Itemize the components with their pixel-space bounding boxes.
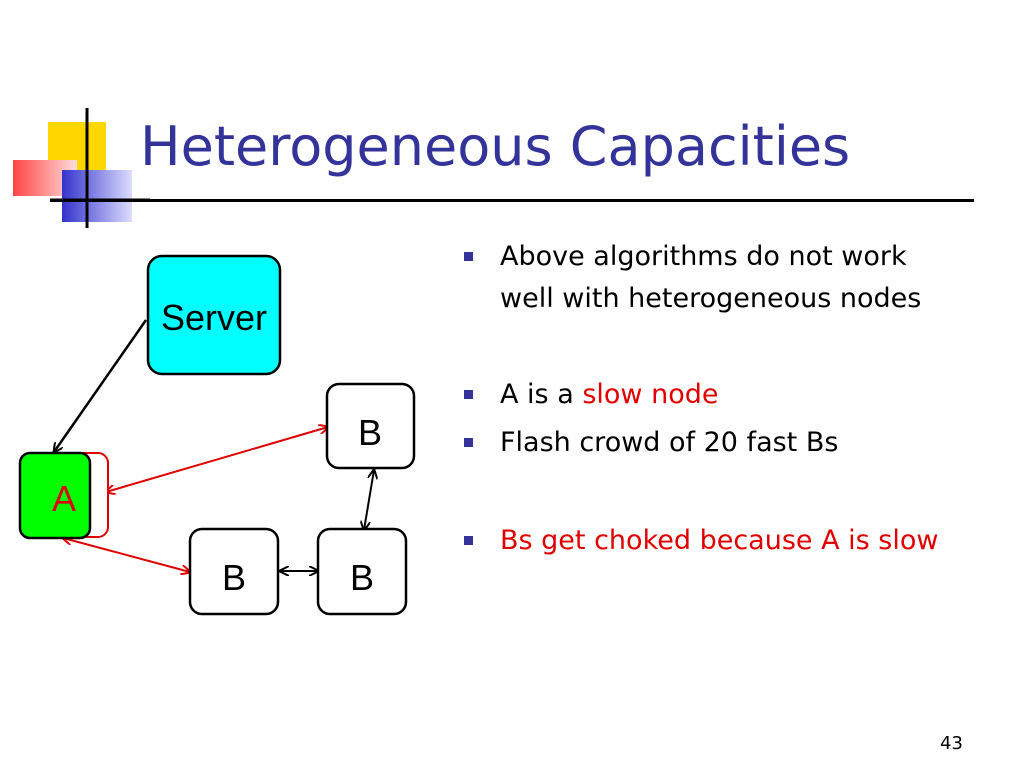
bullet-text: A is a [500,379,583,410]
bullet-highlight: slow node [582,379,719,410]
bullet-marker-icon [464,536,473,545]
bullet-text-continued: well with heterogeneous nodes [500,283,922,314]
a-to-b-left-arrow [63,538,190,572]
b-left-node: B [188,527,280,616]
a-to-b-top-arrow [106,427,328,492]
server-to-a-arrow [54,319,148,452]
b-left-label: B [222,557,246,598]
decorative-logo-icon [13,108,150,228]
bullet-marker-icon [464,390,473,399]
slide-title: Heterogeneous Capacities [140,115,851,178]
b-top-label: B [358,412,382,453]
b-top-node: B [325,382,416,470]
server-node: Server [146,254,282,376]
title-underline [50,199,974,202]
a-node: A [18,451,109,540]
bullet-marker-icon [464,438,473,447]
network-diagram: Server A B B B [18,254,416,616]
bullet-text: Bs get choked because A is slow [500,525,939,556]
b-right-label: B [350,557,374,598]
a-label: A [52,478,76,519]
bullet-text: Flash crowd of 20 fast Bs [500,427,839,458]
b-right-node: B [316,527,408,616]
b-top-to-b-right-arrow [364,470,374,530]
server-label: Server [161,297,267,338]
bullet-text: Above algorithms do not work [500,241,907,272]
bullet-marker-icon [464,252,473,261]
slide-number: 43 [940,733,963,754]
